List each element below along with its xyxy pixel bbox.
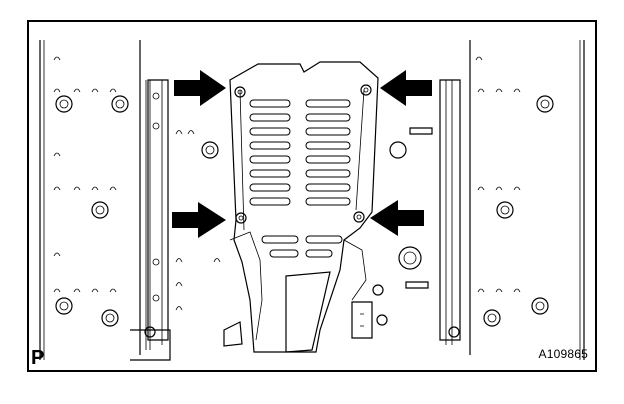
- cover-slot: [249, 169, 291, 178]
- cover-slot: [249, 183, 291, 192]
- cover-slot: [249, 141, 291, 150]
- cover-slot: [305, 197, 351, 206]
- cover-slot: [249, 155, 291, 164]
- cover-slot: [261, 235, 299, 244]
- reference-code: A109865: [538, 347, 588, 361]
- cover-slot: [305, 113, 351, 122]
- arrow-lower-right: [370, 200, 424, 236]
- cover-slot: [305, 169, 351, 178]
- cover-slot: [249, 127, 291, 136]
- cover-slots: [249, 99, 351, 258]
- clip-marks: [53, 56, 521, 311]
- arrow-upper-left: [174, 70, 226, 106]
- right-frame-rail: [439, 40, 585, 360]
- cover-slot: [305, 235, 343, 244]
- cover-slot: [249, 197, 291, 206]
- cover-slot: [305, 141, 351, 150]
- cover-slot: [249, 99, 291, 108]
- side-brackets: [130, 127, 433, 361]
- callout-arrows: [172, 70, 432, 238]
- floor-fittings: [55, 95, 554, 338]
- cover-slot: [249, 113, 291, 122]
- engine-under-cover: [223, 61, 379, 353]
- arrow-lower-left: [172, 202, 226, 238]
- arrow-upper-right: [380, 70, 432, 106]
- left-frame-rail: [39, 40, 169, 360]
- cover-slot: [305, 249, 333, 258]
- cover-slot: [305, 155, 351, 164]
- cover-slot: [305, 183, 351, 192]
- cover-slot: [269, 249, 299, 258]
- cover-slot: [305, 99, 351, 108]
- diagram-frame: [27, 20, 597, 372]
- mounting-bolts: [234, 84, 372, 224]
- cover-slot: [305, 127, 351, 136]
- view-letter: P: [31, 347, 45, 369]
